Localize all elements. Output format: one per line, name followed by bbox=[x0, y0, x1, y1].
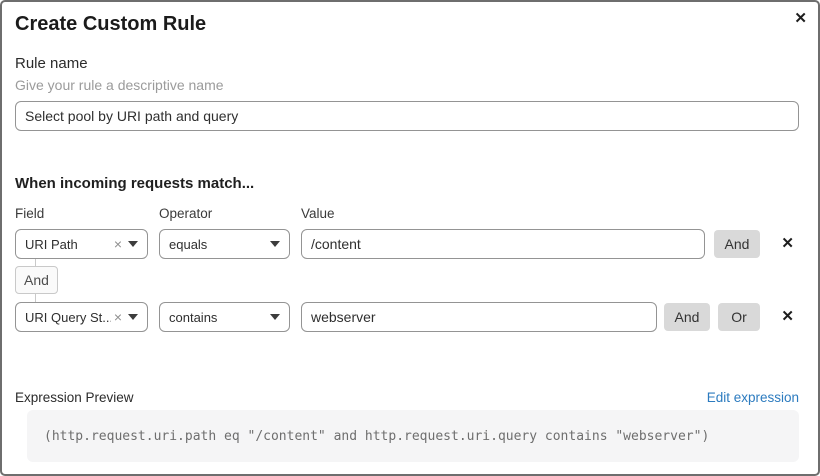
field-select-2[interactable]: URI Query St... × bbox=[15, 302, 148, 332]
expression-preview-label: Expression Preview bbox=[15, 390, 134, 405]
operator-select-2[interactable]: contains bbox=[159, 302, 290, 332]
dialog-title: Create Custom Rule bbox=[15, 13, 207, 35]
field-select-1[interactable]: URI Path × bbox=[15, 229, 148, 259]
value-input-2[interactable] bbox=[301, 302, 657, 332]
connector-and-chip: And bbox=[15, 266, 58, 294]
add-and-condition-button-1[interactable]: And bbox=[714, 230, 760, 258]
caret-down-icon bbox=[270, 241, 280, 247]
match-row-2: URI Query St... × contains And Or ✕ bbox=[15, 302, 799, 332]
field-select-1-value: URI Path bbox=[25, 236, 78, 252]
add-or-condition-button-2[interactable]: Or bbox=[718, 303, 760, 331]
close-icon[interactable]: ✕ bbox=[794, 10, 807, 27]
connector-line-top bbox=[35, 259, 36, 266]
caret-down-icon bbox=[270, 314, 280, 320]
connector-line-bottom bbox=[35, 294, 36, 302]
expression-code: (http.request.uri.path eq "/content" and… bbox=[44, 428, 710, 444]
clear-icon[interactable]: × bbox=[113, 236, 122, 252]
condition-connector: And bbox=[15, 259, 799, 302]
delete-row-2-icon[interactable]: ✕ bbox=[781, 308, 794, 325]
edit-expression-link[interactable]: Edit expression bbox=[706, 390, 799, 405]
operator-select-1-value: equals bbox=[169, 236, 208, 252]
add-and-condition-button-2[interactable]: And bbox=[664, 303, 710, 331]
column-label-field: Field bbox=[15, 206, 45, 221]
delete-row-1-icon[interactable]: ✕ bbox=[781, 235, 794, 252]
match-heading: When incoming requests match... bbox=[15, 175, 255, 192]
expression-preview-header: Expression Preview Edit expression bbox=[15, 389, 799, 406]
rule-name-section: Rule name Give your rule a descriptive n… bbox=[15, 55, 799, 131]
expression-code-block: (http.request.uri.path eq "/content" and… bbox=[27, 410, 799, 462]
operator-select-1[interactable]: equals bbox=[159, 229, 290, 259]
caret-down-icon bbox=[128, 241, 138, 247]
column-label-value: Value bbox=[301, 206, 335, 221]
clear-icon[interactable]: × bbox=[113, 309, 122, 325]
rule-name-label: Rule name bbox=[15, 55, 88, 72]
match-row-1: URI Path × equals And ✕ bbox=[15, 229, 799, 259]
operator-select-2-value: contains bbox=[169, 309, 218, 325]
field-select-2-value: URI Query St... bbox=[25, 309, 111, 325]
column-label-operator: Operator bbox=[159, 206, 213, 221]
caret-down-icon bbox=[128, 314, 138, 320]
value-input-1[interactable] bbox=[301, 229, 705, 259]
rule-name-helper: Give your rule a descriptive name bbox=[15, 77, 224, 93]
column-labels: Field Operator Value bbox=[15, 206, 799, 222]
rule-name-input[interactable] bbox=[15, 101, 799, 131]
